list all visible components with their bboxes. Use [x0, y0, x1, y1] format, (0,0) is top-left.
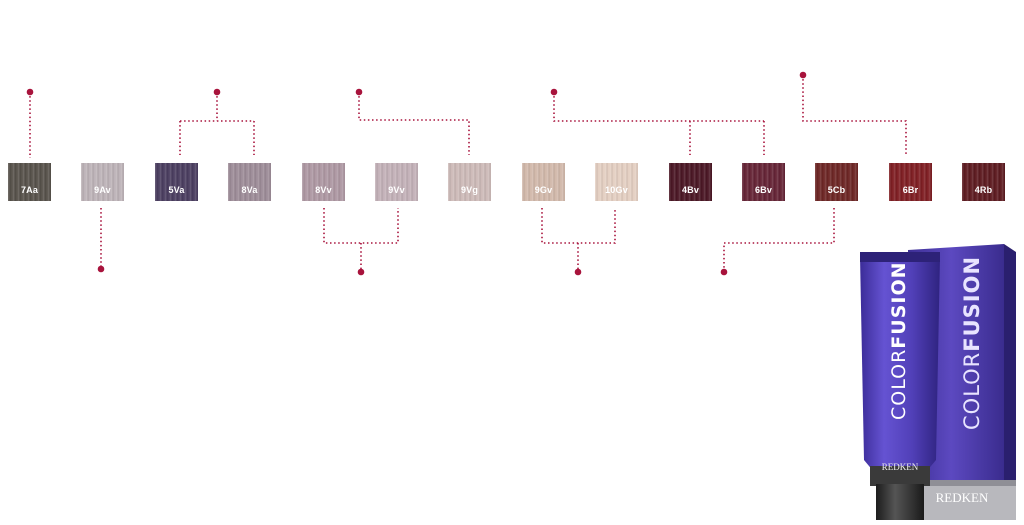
swatch-texture [889, 163, 932, 201]
connector-5va-8va [179, 92, 255, 155]
color-fusion-package-icon [860, 244, 1016, 520]
swatch-5va: 5Va [155, 163, 198, 201]
connector-5cb [723, 208, 835, 271]
connector-9gv-10gv [541, 208, 616, 271]
swatch-9vg: 9Vg [448, 163, 491, 201]
swatch-10gv: 10Gv [595, 163, 638, 201]
marker-dot [799, 71, 807, 79]
swatch-label: 8Va [241, 185, 258, 195]
swatch-texture [522, 163, 565, 201]
swatch-6bv: 6Bv [742, 163, 785, 201]
swatch-9av: 9Av [81, 163, 124, 201]
tube-maker-logo: REDKEN [881, 462, 919, 472]
product-tube [860, 252, 940, 520]
marker-dot [357, 268, 365, 276]
swatch-texture [375, 163, 418, 201]
tube-brand-name: COLORFUSION [888, 261, 910, 420]
swatch-label: 8Vv [315, 185, 332, 195]
connector-markers [26, 71, 807, 276]
marker-dot [720, 268, 728, 276]
marker-dot [355, 88, 363, 96]
marker-dot [26, 88, 34, 96]
swatch-label: 9Vv [388, 185, 405, 195]
swatch-texture [742, 163, 785, 201]
swatch-texture [228, 163, 271, 201]
swatch-label: 4Rb [974, 185, 993, 195]
swatch-texture [155, 163, 198, 201]
swatch-9vv: 9Vv [375, 163, 418, 201]
tube-brand-bold: FUSION [888, 261, 910, 349]
connector-6br [802, 75, 907, 155]
swatch-label: 4Bv [681, 185, 700, 195]
swatch-label: 7Aa [20, 185, 39, 195]
swatch-9gv: 9Gv [522, 163, 565, 201]
swatch-8va: 8Va [228, 163, 271, 201]
swatch-label: 6Br [902, 185, 919, 195]
swatch-texture [962, 163, 1005, 201]
swatch-6br: 6Br [889, 163, 932, 201]
swatch-8vv: 8Vv [302, 163, 345, 201]
swatch-4bv: 4Bv [669, 163, 712, 201]
product-image: COLORFUSION COLORFUSION REDKEN REDKEN [840, 240, 1024, 520]
connector-8vv-9vv [323, 208, 399, 271]
swatch-texture [8, 163, 51, 201]
swatch-5cb: 5Cb [815, 163, 858, 201]
swatch-label: 9Gv [534, 185, 553, 195]
swatch-4rb: 4Rb [962, 163, 1005, 201]
swatch-7aa: 7Aa [8, 163, 51, 201]
swatch-label: 5Va [168, 185, 185, 195]
connector-9vg [358, 92, 470, 155]
marker-dot [213, 88, 221, 96]
marker-dot [574, 268, 582, 276]
brand-name-bold: FUSION [960, 255, 984, 352]
swatch-texture [815, 163, 858, 201]
brand-name-light: COLOR [960, 351, 984, 430]
marker-dot [550, 88, 558, 96]
connector-4bv-6bv [553, 92, 765, 155]
swatch-texture [81, 163, 124, 201]
swatch-label: 6Bv [754, 185, 773, 195]
marker-dot [97, 265, 105, 273]
box-brand-name: COLORFUSION [960, 256, 984, 430]
swatch-label: 5Cb [827, 185, 846, 195]
swatch-label: 9Vg [460, 185, 479, 195]
swatch-label: 10Gv [605, 185, 628, 195]
connectors-top [29, 75, 907, 158]
swatch-label: 9Av [94, 185, 111, 195]
tube-brand-light: COLOR [888, 348, 910, 420]
swatch-texture [302, 163, 345, 201]
connectors-bottom [100, 208, 835, 271]
swatch-texture [595, 163, 638, 201]
swatch-texture [669, 163, 712, 201]
box-maker-logo: REDKEN [935, 490, 989, 505]
swatch-texture [448, 163, 491, 201]
